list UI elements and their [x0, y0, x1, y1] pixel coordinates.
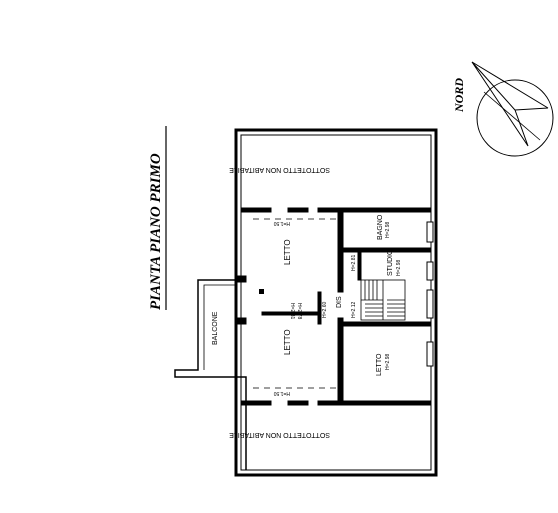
studio-label: STUDIO [387, 249, 394, 276]
plan-title-group: PIANTA PIANO PRIMO [148, 153, 164, 310]
bedroom-upper-label-group: LETTO [283, 239, 292, 265]
corridor-height-a-group: H=2.81 [351, 255, 357, 271]
bedroom-right-height: H=2.98 [385, 354, 391, 370]
center-height-c: H=2.78 [296, 303, 302, 319]
studio-height: H=2.98 [396, 260, 402, 276]
bathroom-label: BAGNO [377, 214, 384, 240]
north-label-group: NORD [452, 78, 466, 113]
bathroom-height: H=2.98 [385, 222, 391, 238]
north-label: NORD [452, 78, 466, 113]
balcony-outline [174, 279, 247, 470]
attic-top-label-group: SOTTOTETTO NON ABITABILE [229, 166, 330, 173]
bathroom-height-group: H=2.98 [385, 222, 391, 238]
attic-bottom-label: SOTTOTETTO NON ABITABILE [229, 431, 330, 438]
balcony-label: BALCONE [212, 311, 219, 345]
center-height-b-group: H=2.81 [289, 303, 295, 319]
bedroom-upper-label: LETTO [283, 239, 292, 265]
bedroom-right-label: LETTO [376, 353, 383, 376]
upper-wall-height: H=1.50 [274, 220, 290, 226]
lower-wall-height-group: H=1.50 [274, 390, 290, 396]
bedroom-right-label-group: LETTO [376, 353, 383, 376]
bedroom-lower-label: LETTO [283, 329, 292, 355]
attic-bottom-label-group: SOTTOTETTO NON ABITABILE [229, 431, 330, 438]
corridor-height-b: H=2.12 [351, 302, 357, 318]
bedroom-right-height-group: H=2.98 [385, 354, 391, 370]
plan-title: PIANTA PIANO PRIMO [148, 153, 164, 310]
corridor-label-group: DIS [336, 296, 343, 308]
attic-walls [240, 207, 432, 406]
corridor-height-b-group: H=2.12 [351, 302, 357, 318]
windows-right [426, 221, 434, 367]
center-height-b: H=2.81 [289, 303, 295, 319]
interior-walls [235, 211, 432, 402]
lower-wall-height: H=1.50 [274, 390, 290, 396]
north-arrow-icon [471, 61, 554, 157]
bathroom-label-group: BAGNO [377, 214, 384, 240]
upper-wall-height-group: H=1.50 [274, 220, 290, 226]
studio-height-group: H=2.98 [396, 260, 402, 276]
corridor-height-a: H=2.81 [351, 255, 357, 271]
staircase [360, 279, 406, 321]
studio-label-group: STUDIO [387, 249, 394, 276]
column [259, 289, 264, 294]
center-height-a-group: H=2.60 [322, 302, 328, 318]
center-height-c-group: H=2.78 [296, 303, 302, 319]
attic-top-label: SOTTOTETTO NON ABITABILE [229, 166, 330, 173]
center-height-a: H=2.60 [322, 302, 328, 318]
balcony-label-group: BALCONE [212, 311, 219, 345]
bedroom-lower-label-group: LETTO [283, 329, 292, 355]
corridor-label: DIS [336, 296, 343, 308]
